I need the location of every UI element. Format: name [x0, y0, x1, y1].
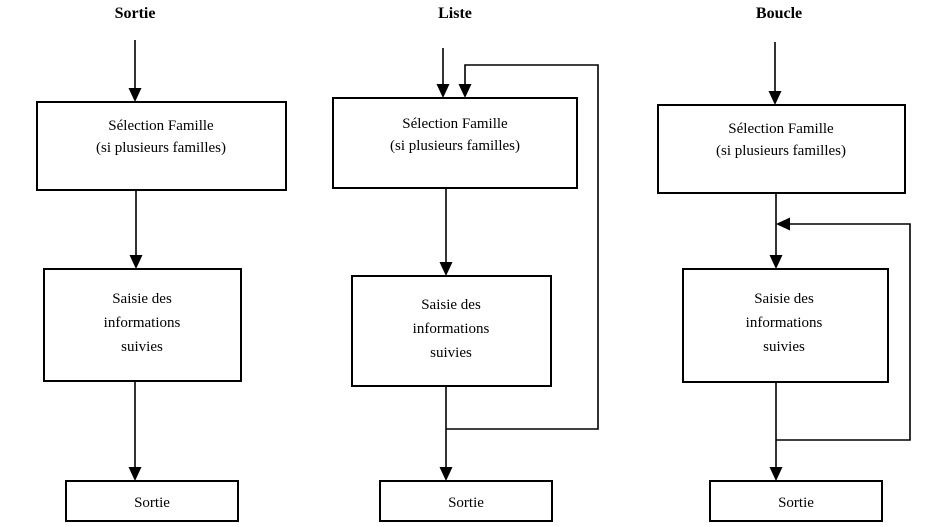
node-line-1: Sélection Famille — [402, 116, 508, 132]
node-line-3: suivies — [430, 345, 472, 361]
node-box-shape — [709, 480, 883, 522]
column-boucle: Boucle Sélection Famille (si plusieurs f… — [657, 5, 911, 522]
column-header-liste: Liste — [438, 5, 472, 22]
edge-boucle-saisie-to-end — [769, 382, 783, 481]
node-liste-saisie: Saisie des informations suivies — [351, 275, 552, 387]
node-box-shape — [65, 480, 239, 522]
node-sortie-saisie: Saisie des informations suivies — [43, 268, 242, 382]
arrow-head-icon — [769, 467, 783, 481]
node-line-3: suivies — [121, 339, 163, 355]
node-line-1: Sortie — [778, 495, 814, 511]
node-line-1: Sortie — [448, 495, 484, 511]
node-line-2: informations — [413, 321, 490, 337]
node-liste-end: Sortie — [379, 480, 553, 522]
arrow-head-icon — [439, 262, 453, 276]
node-box-shape — [379, 480, 553, 522]
node-sortie-end: Sortie — [65, 480, 239, 522]
column-liste: Liste Sélection Famille (si plusieurs fa… — [332, 5, 599, 522]
node-liste-selection: Sélection Famille (si plusieurs familles… — [332, 97, 578, 189]
node-line-1: Saisie des — [421, 297, 481, 313]
node-boucle-selection: Sélection Famille (si plusieurs familles… — [657, 104, 906, 194]
node-sortie-selection: Sélection Famille (si plusieurs familles… — [36, 101, 287, 191]
node-line-1: Sélection Famille — [108, 118, 214, 134]
edge-loop-boucle — [776, 217, 911, 441]
arrow-head-icon — [439, 467, 453, 481]
node-line-1: Saisie des — [754, 291, 814, 307]
column-header-sortie: Sortie — [115, 5, 156, 22]
arrow-head-icon — [458, 84, 472, 98]
node-box-shape — [43, 268, 242, 382]
node-line-2: (si plusieurs familles) — [96, 140, 226, 156]
node-line-2: (si plusieurs familles) — [390, 138, 520, 154]
node-boucle-end: Sortie — [709, 480, 883, 522]
edge-sortie-selection-to-saisie — [129, 190, 143, 269]
edge-liste-selection-to-saisie — [439, 188, 453, 276]
arrow-head-icon — [128, 88, 142, 102]
node-boucle-saisie: Saisie des informations suivies — [682, 268, 889, 383]
node-box-shape — [332, 97, 578, 189]
column-sortie: Sortie Sélection Famille (si plusieurs f… — [36, 5, 287, 522]
node-line-1: Saisie des — [112, 291, 172, 307]
edge-entry-boucle — [768, 42, 782, 105]
arrow-head-icon — [776, 217, 790, 231]
edge-liste-saisie-to-end — [439, 386, 453, 481]
edge-boucle-selection-to-saisie — [769, 193, 783, 269]
edge-entry-liste — [436, 48, 450, 98]
node-line-1: Sortie — [134, 495, 170, 511]
arrow-head-icon — [129, 255, 143, 269]
edge-entry-sortie — [128, 40, 142, 102]
arrow-head-icon — [436, 84, 450, 98]
arrow-head-icon — [768, 91, 782, 105]
column-header-boucle: Boucle — [756, 5, 802, 22]
node-box-shape — [351, 275, 552, 387]
node-line-2: informations — [746, 315, 823, 331]
arrow-head-icon — [128, 467, 142, 481]
node-box-shape — [682, 268, 889, 383]
node-box-shape — [657, 104, 906, 194]
edge-loop-liste — [446, 64, 599, 430]
node-line-1: Sélection Famille — [728, 121, 834, 137]
arrow-head-icon — [769, 255, 783, 269]
edge-sortie-saisie-to-end — [128, 381, 142, 481]
node-line-3: suivies — [763, 339, 805, 355]
node-line-2: informations — [104, 315, 181, 331]
node-box-shape — [36, 101, 287, 191]
node-line-2: (si plusieurs familles) — [716, 143, 846, 159]
